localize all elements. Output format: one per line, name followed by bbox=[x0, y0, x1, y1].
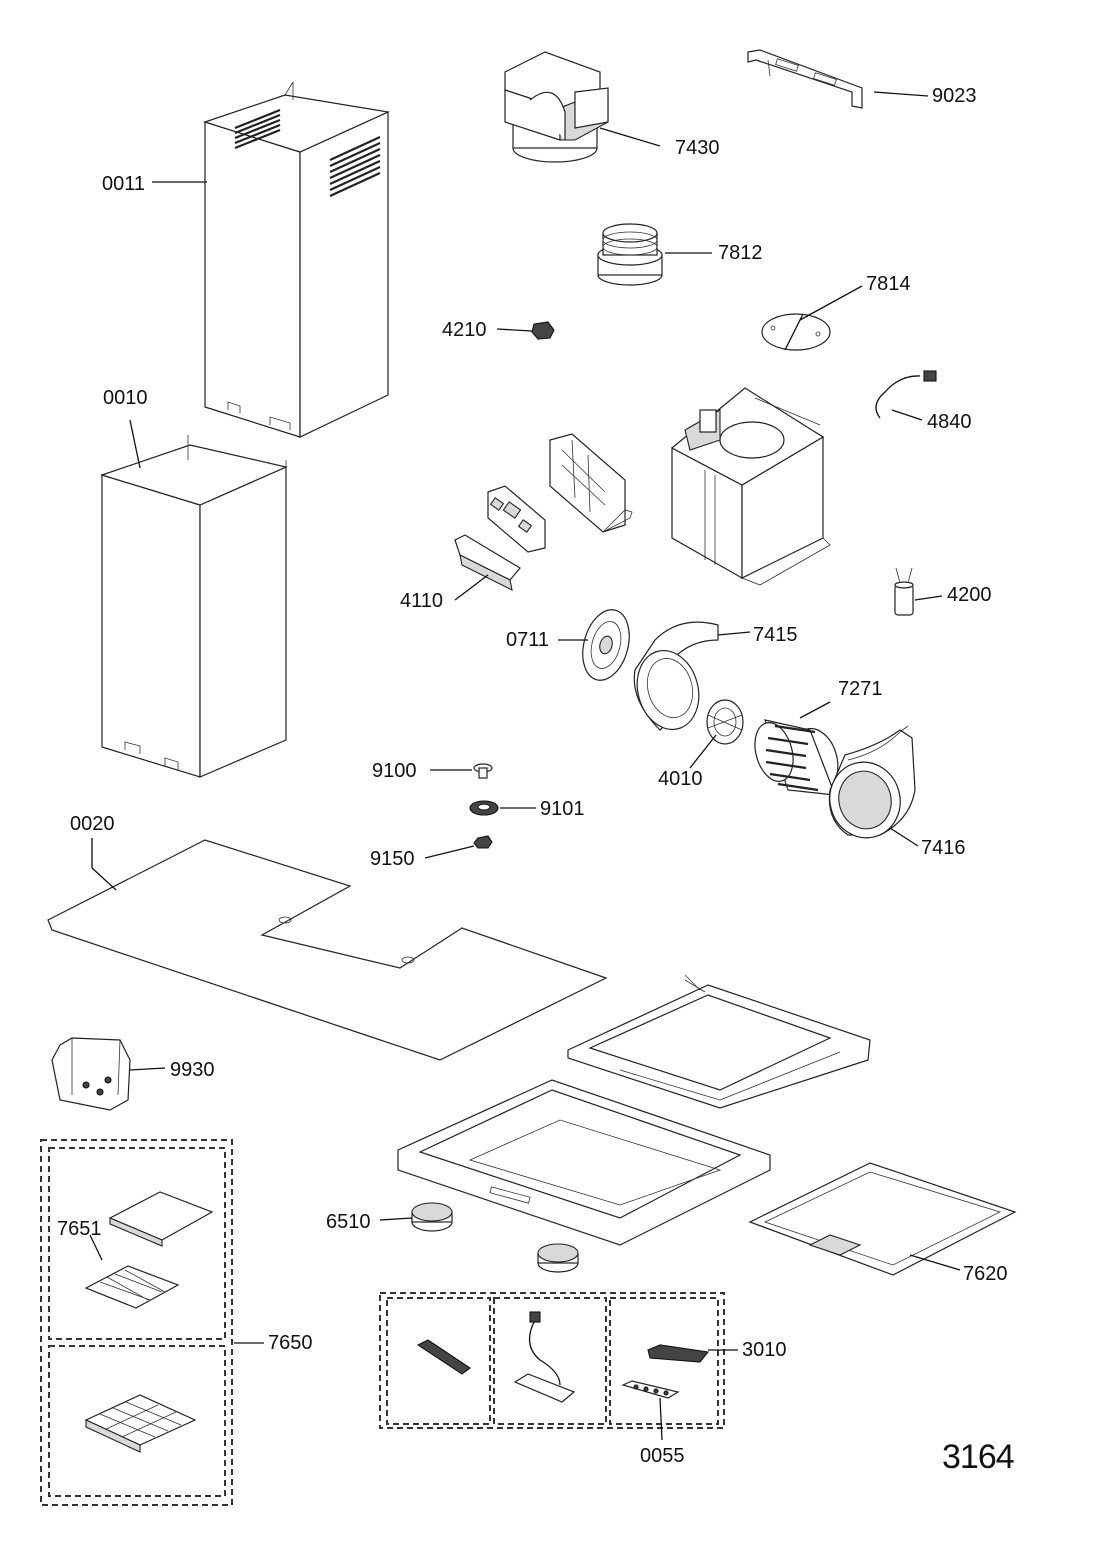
part-label-7651: 7651 bbox=[57, 1218, 102, 1240]
part-label-7814: 7814 bbox=[866, 273, 911, 295]
part-label-0011: 0011 bbox=[102, 173, 145, 195]
hood-canopy-frame-part bbox=[397, 1079, 771, 1246]
chimney-vent-grille bbox=[329, 136, 381, 197]
washer-part bbox=[469, 800, 499, 816]
carbon-filter-kit-box bbox=[40, 1139, 233, 1506]
lamp-holder-part bbox=[531, 321, 555, 340]
scroll-housing-front-part bbox=[633, 621, 719, 731]
screw-kit-bag-part bbox=[51, 1037, 131, 1111]
upper-chimney-part bbox=[203, 81, 391, 438]
capacitor-part bbox=[894, 567, 914, 616]
light-fitting-part bbox=[411, 1202, 453, 1232]
fan-impeller-part bbox=[754, 719, 839, 796]
fan-motor-part bbox=[706, 699, 744, 745]
part-label-7620: 7620 bbox=[963, 1263, 1008, 1285]
part-label-4210: 4210 bbox=[442, 319, 487, 341]
part-label-0010: 0010 bbox=[103, 387, 148, 409]
part-label-3010: 3010 bbox=[742, 1339, 787, 1361]
light-fitting-part bbox=[537, 1243, 579, 1273]
part-label-7415: 7415 bbox=[753, 624, 798, 646]
part-label-4010: 4010 bbox=[658, 768, 703, 790]
part-label-0020: 0020 bbox=[70, 813, 115, 835]
board-cover-part bbox=[454, 534, 521, 591]
nut-part bbox=[473, 835, 493, 849]
part-label-4840: 4840 bbox=[927, 411, 972, 433]
screw-part bbox=[473, 763, 493, 779]
control-board-part bbox=[487, 485, 546, 553]
mounting-frame-part bbox=[567, 974, 871, 1109]
part-label-0055: 0055 bbox=[640, 1445, 685, 1467]
part-label-9101: 9101 bbox=[540, 798, 585, 820]
part-label-9100: 9100 bbox=[372, 760, 417, 782]
electronics-kit-box bbox=[379, 1292, 725, 1429]
wall-bracket-part bbox=[747, 49, 863, 109]
part-label-7430: 7430 bbox=[675, 137, 720, 159]
part-label-4110: 4110 bbox=[400, 590, 443, 612]
part-label-9930: 9930 bbox=[170, 1059, 215, 1081]
part-label-7650: 7650 bbox=[268, 1332, 313, 1354]
part-label-7271: 7271 bbox=[838, 678, 883, 700]
part-label-0711: 0711 bbox=[506, 629, 549, 651]
power-cable-part bbox=[875, 370, 937, 419]
chimney-vent-grille bbox=[234, 108, 281, 150]
part-label-4200: 4200 bbox=[947, 584, 992, 606]
filter-panel-part bbox=[748, 1162, 1017, 1276]
protective-sheet-part bbox=[47, 839, 608, 1061]
part-label-9023: 9023 bbox=[932, 85, 977, 107]
motor-plate-part bbox=[582, 609, 630, 681]
filter-frame-part bbox=[549, 433, 633, 533]
damper-flap-part bbox=[761, 313, 831, 351]
diagram-number: 3164 bbox=[942, 1438, 1014, 1476]
motor-housing-box bbox=[670, 387, 831, 586]
scroll-housing-back-part bbox=[828, 725, 916, 839]
part-label-7416: 7416 bbox=[921, 837, 966, 859]
duct-adaptor-part bbox=[504, 51, 609, 163]
part-label-6510: 6510 bbox=[326, 1211, 371, 1233]
part-label-7812: 7812 bbox=[718, 242, 763, 264]
duct-collar-part bbox=[597, 223, 663, 286]
lower-chimney-part bbox=[100, 435, 288, 778]
part-label-9150: 9150 bbox=[370, 848, 415, 870]
